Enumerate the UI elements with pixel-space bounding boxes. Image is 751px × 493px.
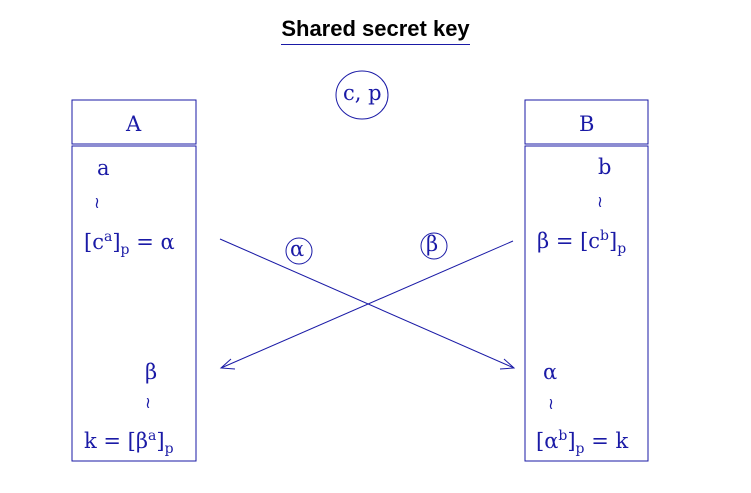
party-b-key: [αb]p = k xyxy=(536,428,629,458)
shared-params-label: c, p xyxy=(343,81,382,105)
arrow-a-to-b xyxy=(219,238,515,369)
party-a-received: β xyxy=(145,360,158,384)
squiggle-arrow-icon: ≀ xyxy=(145,393,151,412)
box-b-header xyxy=(524,99,649,145)
party-a-name: A xyxy=(126,112,142,136)
message-alpha-label: α xyxy=(290,237,305,261)
party-a-key: k = [βa]p xyxy=(84,428,174,458)
arrowhead-a-to-b xyxy=(499,358,516,370)
shared-params-circle xyxy=(335,70,389,120)
party-b-public-value: β = [cb]p xyxy=(537,228,627,258)
squiggle-arrow-icon: ≀ xyxy=(597,192,603,211)
arrowhead-b-to-a xyxy=(219,358,236,370)
message-beta-label: β xyxy=(426,232,439,256)
party-a-public-value: [ca]p = α xyxy=(84,229,175,259)
beta-message-circle xyxy=(420,232,448,260)
squiggle-arrow-icon: ≀ xyxy=(548,394,554,413)
party-a-secret: a xyxy=(97,156,110,180)
box-b-body xyxy=(524,145,649,462)
box-a-header xyxy=(71,99,197,145)
squiggle-arrow-icon: ≀ xyxy=(94,193,100,212)
alpha-message-circle xyxy=(285,237,313,265)
party-b-secret: b xyxy=(598,155,612,179)
arrow-b-to-a xyxy=(220,240,514,369)
party-b-received: α xyxy=(543,360,558,384)
diagram-title: Shared secret key xyxy=(0,16,751,45)
box-a-body xyxy=(71,145,197,462)
party-b-name: B xyxy=(579,112,595,136)
